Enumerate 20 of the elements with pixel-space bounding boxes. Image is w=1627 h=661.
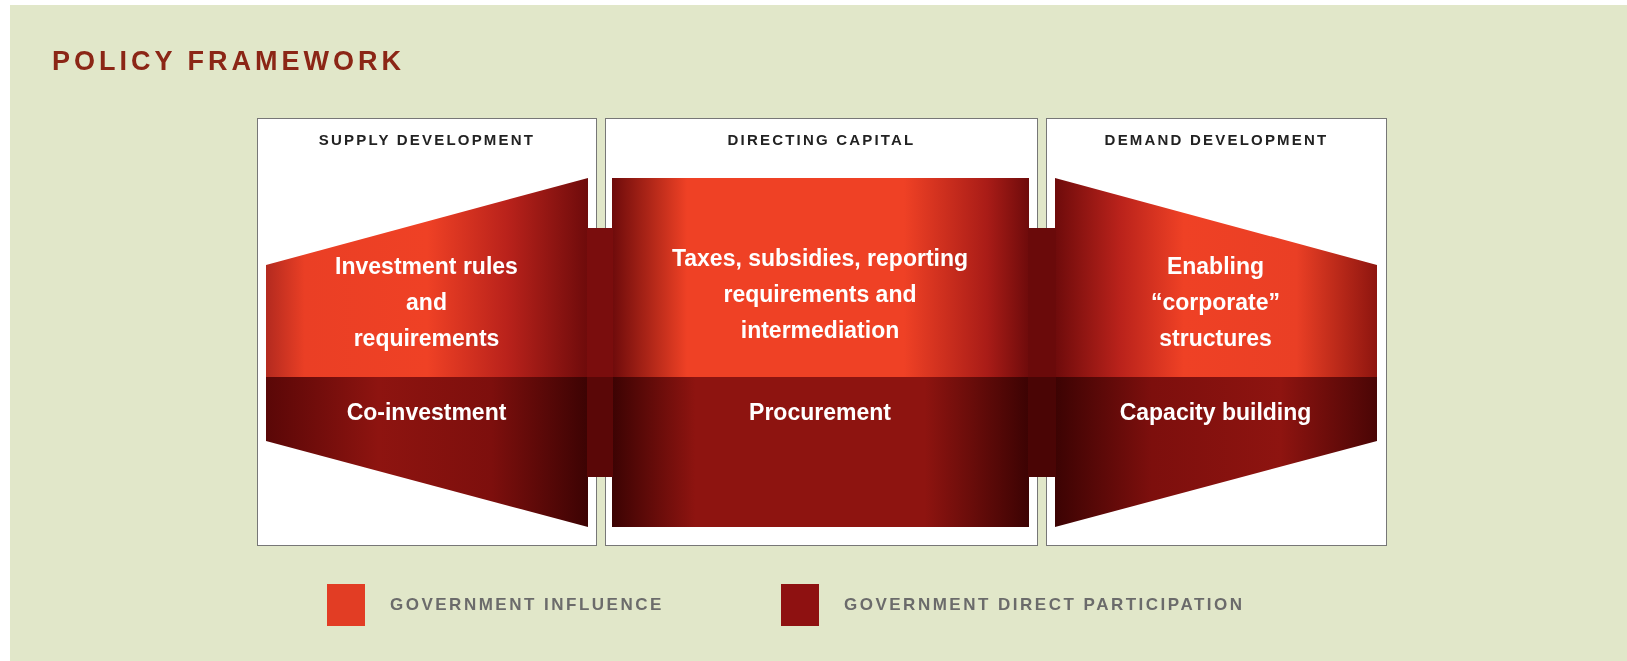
band-label: Investment rules and requirements	[334, 251, 519, 353]
band-label: Procurement	[748, 397, 892, 427]
band-label: Enabling “corporate” structures	[1149, 251, 1282, 353]
influence-band	[265, 177, 588, 377]
influence-band	[611, 177, 1029, 377]
legend-label: GOVERNMENT DIRECT PARTICIPATION	[844, 595, 1245, 615]
band-label: Capacity building	[1118, 397, 1313, 427]
column-panel	[257, 118, 597, 546]
diagram-title: POLICY FRAMEWORK	[52, 46, 405, 77]
band-label: Taxes, subsidies, reporting requirements and intermediation	[670, 243, 970, 345]
column-heading: DIRECTING CAPITAL	[726, 131, 917, 148]
participation-band	[265, 376, 588, 527]
column-heading: SUPPLY DEVELOPMENT	[317, 131, 537, 148]
column-panel	[1046, 118, 1387, 546]
column-heading: DEMAND DEVELOPMENT	[1103, 131, 1330, 148]
influence-band	[1054, 177, 1377, 377]
band-label: Co-investment	[345, 397, 508, 427]
legend-label: GOVERNMENT INFLUENCE	[390, 595, 664, 615]
participation-band	[611, 376, 1029, 527]
participation-band	[1054, 376, 1377, 527]
